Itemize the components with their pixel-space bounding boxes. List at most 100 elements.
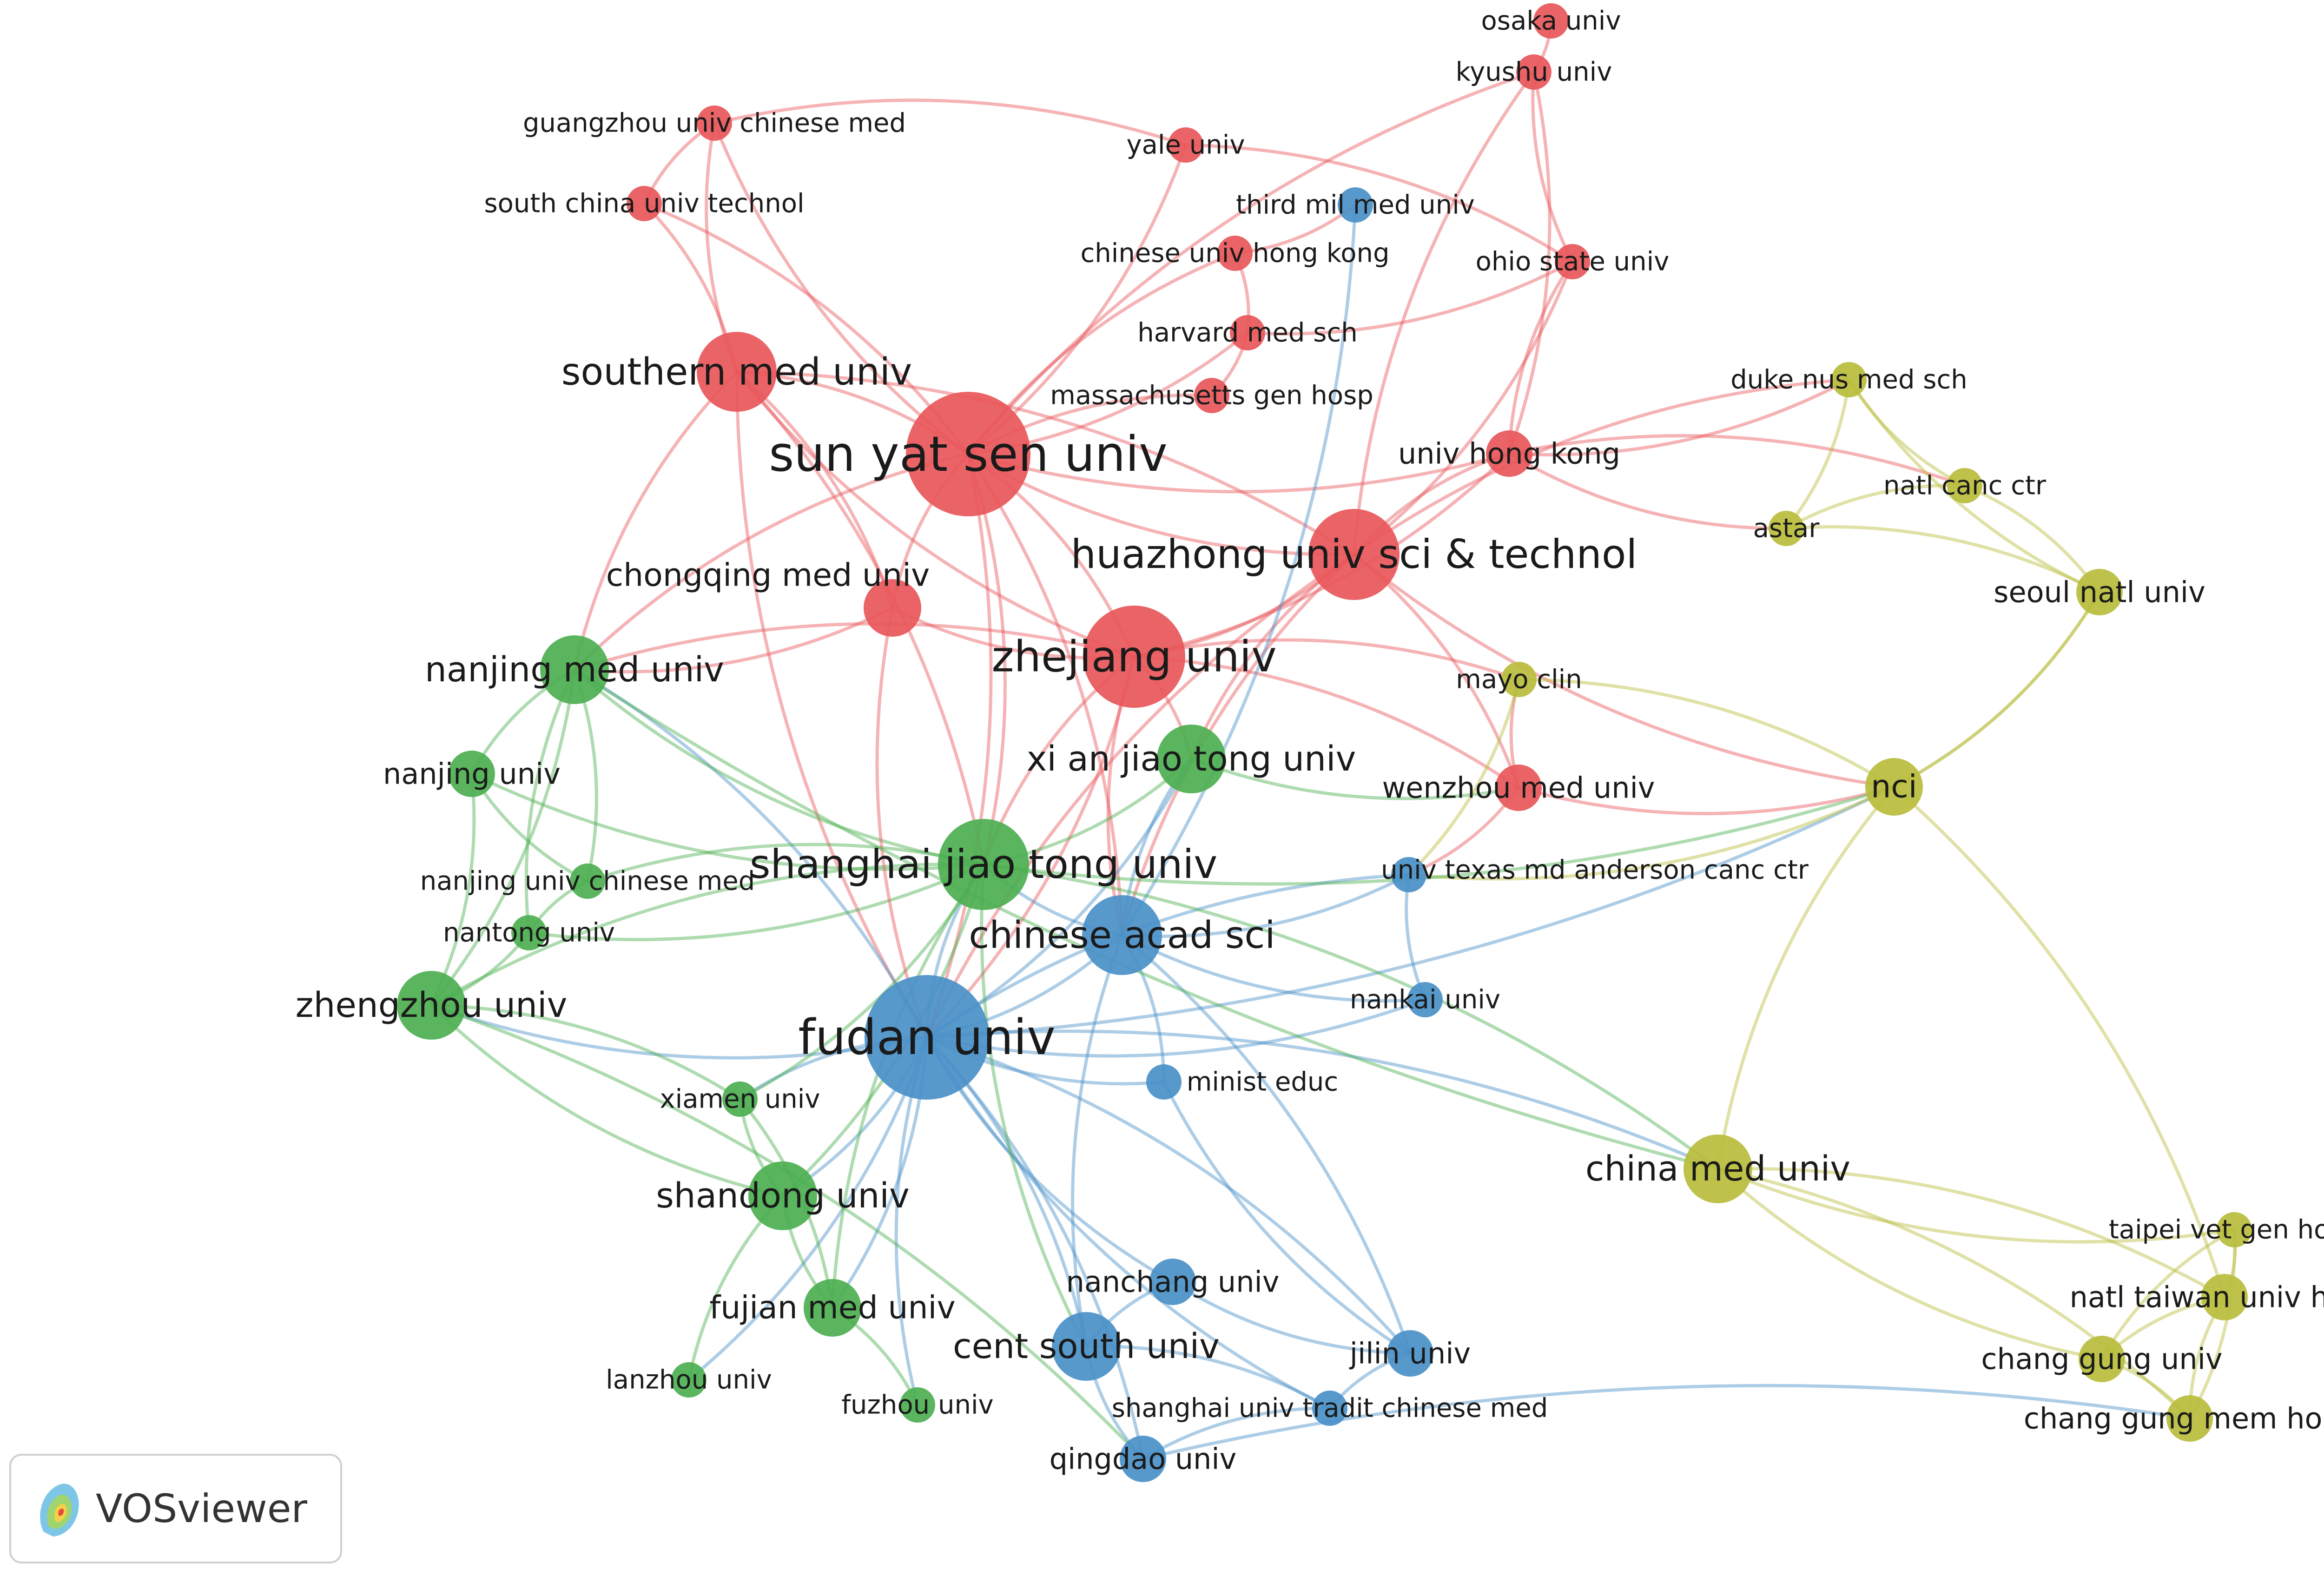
node-nantong[interactable] bbox=[511, 915, 547, 950]
node-label-fuzhou: fuzhou univ bbox=[841, 1390, 993, 1420]
edge-kyushu-ohio bbox=[1531, 72, 1574, 263]
edge-nanchang-jilin bbox=[1172, 1280, 1411, 1355]
node-label-xiamen: xiamen univ bbox=[660, 1084, 820, 1114]
node-zhengzhou[interactable] bbox=[397, 971, 466, 1040]
node-shanghai-tcm[interactable] bbox=[1312, 1391, 1347, 1426]
node-label-lanzhou: lanzhou univ bbox=[606, 1365, 772, 1395]
node-chang-gung-univ[interactable] bbox=[2079, 1336, 2125, 1382]
node-harvard[interactable] bbox=[1230, 315, 1265, 350]
edge-nci-seoul bbox=[1893, 591, 2101, 789]
edge-chinese_acad-nankai bbox=[1121, 933, 1426, 1003]
node-ut-md[interactable] bbox=[1391, 857, 1426, 892]
node-nanchang[interactable] bbox=[1149, 1259, 1196, 1305]
node-natl-canc[interactable] bbox=[1947, 468, 1982, 503]
node-label-kyushu: kyushu univ bbox=[1456, 57, 1612, 87]
node-nci[interactable] bbox=[1865, 758, 1923, 816]
node-xiamen[interactable] bbox=[722, 1081, 758, 1117]
node-shandong[interactable] bbox=[748, 1161, 817, 1230]
node-label-osaka: osaka univ bbox=[1481, 6, 1621, 36]
node-mayo[interactable] bbox=[1501, 662, 1537, 697]
edge-huazhong-kyushu bbox=[1352, 71, 1535, 555]
edge-guangzhou_cm-yale bbox=[714, 99, 1187, 147]
node-minist-educ[interactable] bbox=[1146, 1064, 1182, 1100]
node-label-minist-educ: minist educ bbox=[1187, 1067, 1338, 1097]
edge-zhengzhou-xiamen bbox=[431, 1003, 741, 1101]
edge-fudan-shanghai_tcm bbox=[925, 1036, 1331, 1410]
node-mass-gen[interactable] bbox=[1194, 378, 1229, 413]
node-label-yale: yale univ bbox=[1127, 130, 1245, 160]
node-chongqing[interactable] bbox=[864, 579, 921, 637]
edge-fudan-nci bbox=[926, 785, 1895, 1039]
node-guangzhou-cm[interactable] bbox=[697, 106, 732, 141]
node-chang-gung-mem[interactable] bbox=[2166, 1395, 2213, 1442]
node-nanjing-cm[interactable] bbox=[570, 864, 605, 899]
node-fuzhou[interactable] bbox=[900, 1387, 935, 1423]
node-nanjing[interactable] bbox=[449, 751, 495, 797]
edge-fudan-nankai bbox=[926, 998, 1426, 1058]
node-zhejiang[interactable] bbox=[1083, 606, 1185, 708]
node-huazhong[interactable] bbox=[1308, 509, 1400, 600]
edge-nci-ut_md bbox=[1408, 785, 1895, 881]
edge-ut_md-nankai bbox=[1405, 874, 1427, 1001]
edge-shanghai_jt-nanjing bbox=[471, 772, 984, 871]
node-osaka[interactable] bbox=[1533, 3, 1569, 39]
node-wenzhou[interactable] bbox=[1495, 765, 1542, 811]
node-label-fudan: fudan univ bbox=[798, 1009, 1056, 1066]
node-cent-south[interactable] bbox=[1052, 1312, 1121, 1381]
node-label-zhejiang: zhejiang univ bbox=[991, 632, 1276, 682]
node-shanghai-jt[interactable] bbox=[938, 819, 1029, 910]
edge-sun_yat_sen-hong_kong bbox=[968, 452, 1510, 494]
edge-hong_kong-natl_canc bbox=[1509, 434, 1966, 488]
node-label-nanjing-med: nanjing med univ bbox=[425, 650, 724, 690]
edge-shanghai_jt-nanjing_cm bbox=[587, 843, 984, 883]
edge-natl_canc-astar bbox=[1785, 483, 1965, 530]
edge-chongqing-fudan bbox=[875, 607, 929, 1038]
node-xi-an[interactable] bbox=[1157, 725, 1226, 793]
edge-southern_med-chongqing bbox=[735, 370, 894, 609]
node-china-med[interactable] bbox=[1684, 1134, 1752, 1203]
edge-shanghai_jt-zhengzhou bbox=[430, 862, 984, 1007]
node-southern-med[interactable] bbox=[697, 332, 777, 412]
node-jilin[interactable] bbox=[1387, 1330, 1433, 1377]
edge-sun_yat_sen-fudan bbox=[925, 454, 993, 1038]
node-label-sun-yat-sen: sun yat sen univ bbox=[769, 426, 1168, 482]
edge-nci-natl_taiwan bbox=[1893, 785, 2226, 1298]
node-label-ohio: ohio state univ bbox=[1476, 247, 1670, 277]
node-fudan[interactable] bbox=[865, 975, 989, 1100]
node-duke-nus[interactable] bbox=[1831, 362, 1867, 397]
node-qingdao[interactable] bbox=[1120, 1436, 1166, 1482]
edge-southern_med-nanjing_med bbox=[573, 370, 738, 670]
node-third-mil[interactable] bbox=[1338, 187, 1373, 223]
node-astar[interactable] bbox=[1769, 511, 1804, 546]
node-seoul[interactable] bbox=[2076, 569, 2123, 615]
edge-shanghai_jt-cent_south bbox=[980, 864, 1088, 1347]
node-kyushu[interactable] bbox=[1516, 54, 1552, 90]
node-chinese-hk[interactable] bbox=[1217, 236, 1253, 271]
node-label-wenzhou: wenzhou med univ bbox=[1382, 771, 1655, 805]
node-lanzhou[interactable] bbox=[671, 1362, 706, 1398]
edge-fudan-china_med bbox=[926, 1029, 1719, 1171]
nodes-layer bbox=[397, 3, 2252, 1482]
edge-hong_kong-duke_nus bbox=[1509, 378, 1850, 457]
edge-nanjing_med-nantong bbox=[524, 669, 576, 933]
node-natl-taiwan[interactable] bbox=[2201, 1274, 2248, 1320]
edge-fudan-qingdao bbox=[925, 1036, 1145, 1459]
node-chinese-acad[interactable] bbox=[1082, 895, 1162, 975]
edge-astar-seoul bbox=[1786, 525, 2100, 594]
node-sun-yat-sen[interactable] bbox=[906, 392, 1030, 516]
node-yale[interactable] bbox=[1168, 127, 1203, 163]
edge-nci-china_med bbox=[1716, 785, 1895, 1169]
node-hong-kong[interactable] bbox=[1486, 430, 1532, 477]
edge-huazhong-duke_nus bbox=[1353, 378, 1849, 556]
node-nankai[interactable] bbox=[1407, 982, 1443, 1017]
edge-cent_south-shanghai_tcm bbox=[1086, 1345, 1331, 1410]
node-label-fujian: fujian med univ bbox=[709, 1290, 955, 1326]
edge-sun_yat_sen-chinese_acad bbox=[967, 453, 1124, 936]
node-south-china-tech[interactable] bbox=[627, 186, 662, 221]
node-fujian[interactable] bbox=[804, 1279, 861, 1337]
edge-taipei_vet-chang_gung_univ bbox=[2100, 1228, 2235, 1360]
node-ohio[interactable] bbox=[1555, 244, 1590, 279]
node-nanjing-med[interactable] bbox=[540, 635, 609, 704]
node-label-cent-south: cent south univ bbox=[953, 1326, 1220, 1366]
node-taipei-vet[interactable] bbox=[2217, 1212, 2252, 1247]
